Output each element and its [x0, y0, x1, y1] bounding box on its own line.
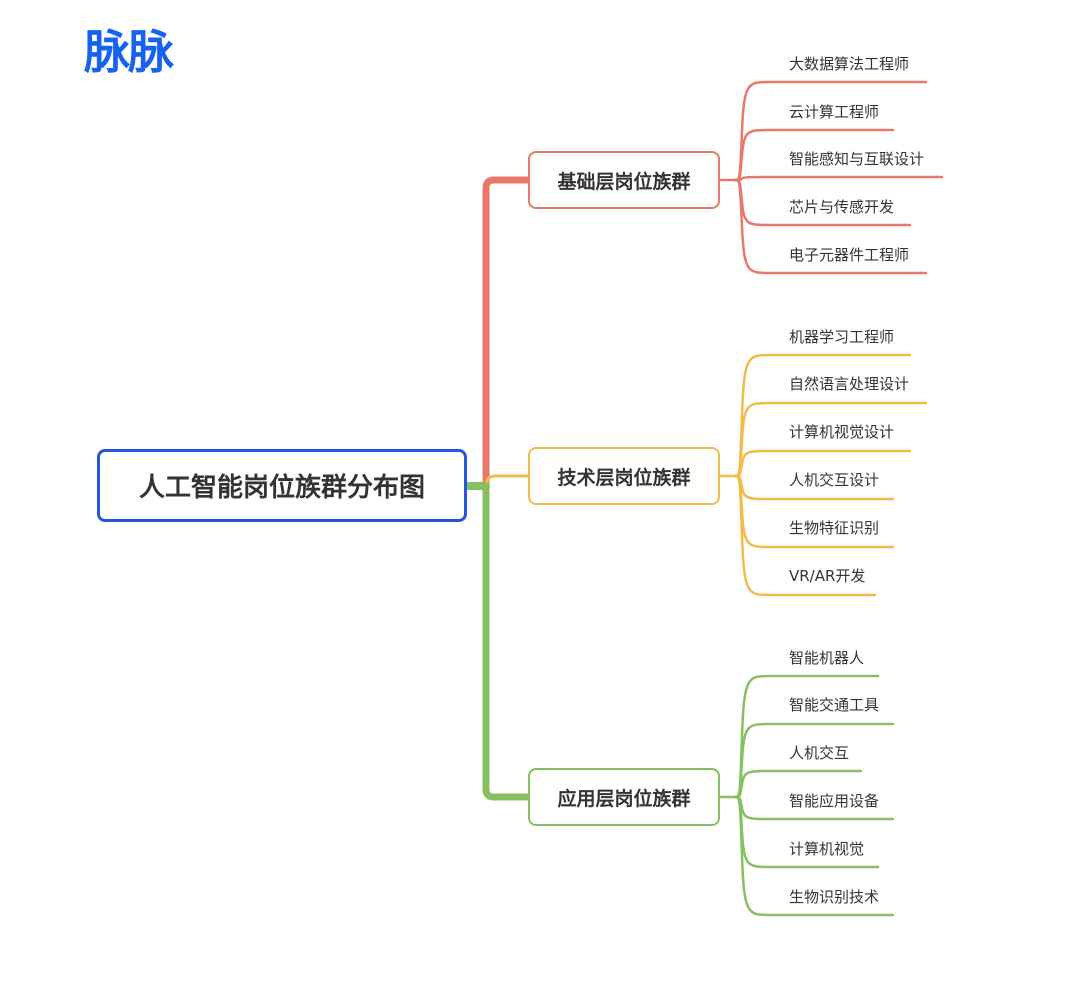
- connector-leaf: [733, 795, 895, 917]
- leaf-item[interactable]: 生物识别技术: [789, 888, 880, 906]
- branch-node-label: 应用层岗位族群: [557, 787, 691, 810]
- maimai-logo: 脉脉: [84, 25, 174, 79]
- connector-trunk: [482, 176, 532, 486]
- leaf-item[interactable]: 智能感知与互联设计: [789, 150, 925, 168]
- branch-node-label: 技术层岗位族群: [557, 466, 691, 489]
- leaf-item[interactable]: 智能机器人: [789, 649, 865, 667]
- connector-leaf: [733, 474, 877, 597]
- root-node-label: 人工智能岗位族群分布图: [138, 473, 425, 503]
- leaf-item[interactable]: 云计算工程师: [789, 103, 880, 121]
- leaf-item[interactable]: VR/AR开发: [789, 567, 866, 585]
- leaf-item[interactable]: 机器学习工程师: [789, 328, 895, 346]
- connector-leaf: [733, 175, 944, 182]
- leaf-item[interactable]: 大数据算法工程师: [789, 55, 910, 73]
- leaf-item[interactable]: 智能交通工具: [789, 696, 880, 714]
- connector-trunk: [482, 482, 532, 801]
- leaf-item[interactable]: 芯片与传感开发: [789, 198, 895, 216]
- leaf-item[interactable]: 电子元器件工程师: [789, 246, 910, 264]
- leaf-item[interactable]: 计算机视觉设计: [789, 423, 895, 441]
- leaf-item[interactable]: 计算机视觉: [789, 840, 865, 858]
- connector-trunk: [484, 474, 530, 488]
- leaf-item[interactable]: 生物特征识别: [789, 519, 880, 537]
- connector-leaf: [733, 178, 928, 275]
- root-node[interactable]: 人工智能岗位族群分布图: [97, 449, 467, 522]
- branch-node-application[interactable]: 应用层岗位族群: [528, 768, 720, 826]
- leaf-item[interactable]: 智能应用设备: [789, 792, 880, 810]
- leaf-item[interactable]: 人机交互: [789, 744, 850, 762]
- branch-node-label: 基础层岗位族群: [557, 170, 691, 193]
- branch-node-technology[interactable]: 技术层岗位族群: [528, 447, 720, 505]
- leaf-item[interactable]: 自然语言处理设计: [789, 375, 910, 393]
- branch-node-foundation[interactable]: 基础层岗位族群: [528, 151, 720, 209]
- leaf-item[interactable]: 人机交互设计: [789, 471, 880, 489]
